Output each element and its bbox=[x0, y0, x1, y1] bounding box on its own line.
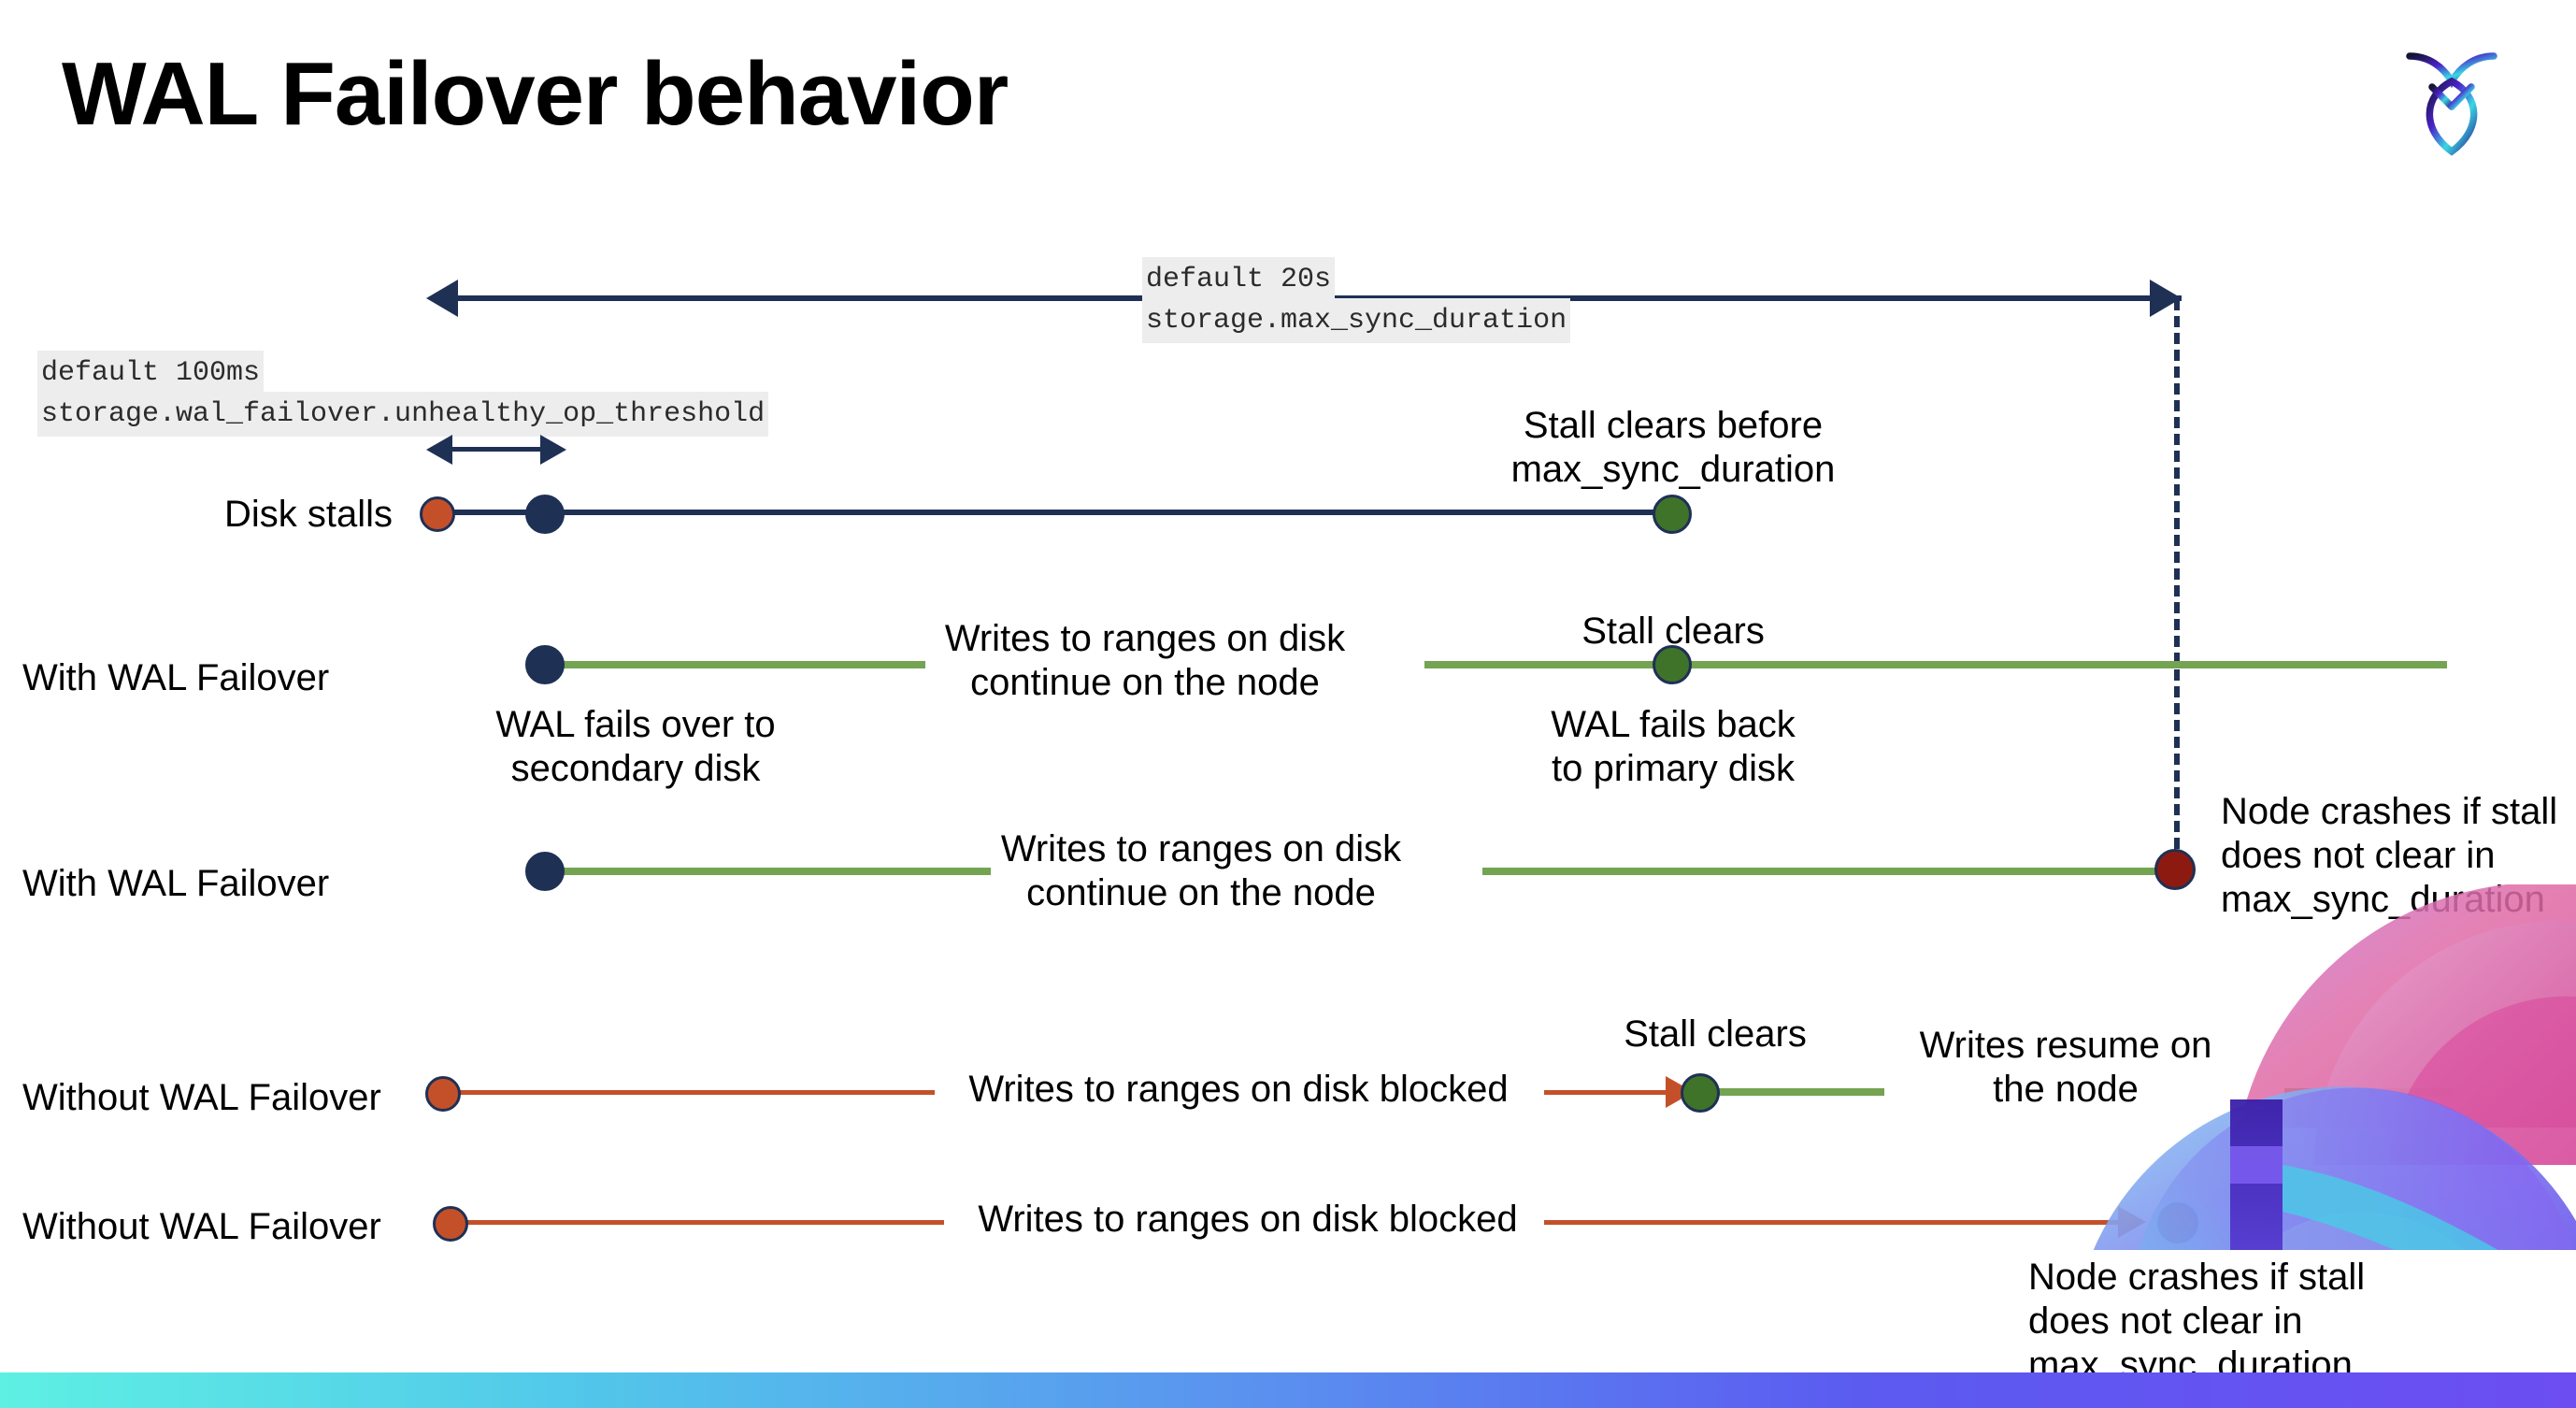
without-failover-crash-dot bbox=[2157, 1202, 2198, 1243]
wal-failover-stall-clears-dot bbox=[1653, 645, 1692, 684]
without-failover-green-resume-1 bbox=[1716, 1088, 1884, 1096]
note-stall-clears-before-max-sync: Stall clears before max_sync_duration bbox=[1510, 405, 1836, 490]
row-label-with-wal-failover-1: With WAL Failover bbox=[22, 657, 330, 698]
disk-stall-clears-dot bbox=[1653, 495, 1692, 534]
note-writes-continue-1: Writes to ranges on disk continue on the… bbox=[944, 618, 1346, 703]
note-writes-blocked-2: Writes to ranges on disk blocked bbox=[978, 1199, 1518, 1240]
unhealthy-threshold-default-chip: default 100ms bbox=[37, 351, 265, 395]
without-failover-start-dot-1 bbox=[425, 1076, 461, 1112]
unhealthy-threshold-setting-chip: storage.wal_failover.unhealthy_op_thresh… bbox=[37, 392, 769, 437]
disk-stall-start-dot bbox=[420, 496, 455, 532]
bottom-gradient-bar bbox=[0, 1372, 2576, 1408]
row-label-without-wal-failover-1: Without WAL Failover bbox=[22, 1077, 381, 1118]
note-stall-clears-2: Stall clears bbox=[1624, 1013, 1807, 1055]
note-wal-fails-back-primary: WAL fails back to primary disk bbox=[1551, 704, 1796, 789]
wal-failover-green-segment-2 bbox=[1424, 661, 2447, 668]
note-writes-blocked-1: Writes to ranges on disk blocked bbox=[968, 1069, 1509, 1110]
note-wal-fails-over-secondary: WAL fails over to secondary disk bbox=[495, 704, 776, 789]
max-sync-dashed-dropline bbox=[2174, 299, 2180, 883]
max-sync-left-arrowhead bbox=[426, 280, 458, 317]
row-label-without-wal-failover-2: Without WAL Failover bbox=[22, 1206, 381, 1247]
without-failover-red-segment-1 bbox=[449, 1090, 935, 1095]
note-writes-resume: Writes resume on the node bbox=[1919, 1025, 2212, 1110]
threshold-right-arrowhead bbox=[540, 435, 566, 465]
without-failover-start-dot-2 bbox=[433, 1206, 468, 1242]
wal-failover-crash-start-dot bbox=[525, 852, 565, 891]
wal-failover-crash-green-segment-1 bbox=[542, 868, 991, 875]
max-sync-setting-chip: storage.max_sync_duration bbox=[1142, 298, 1571, 343]
row-label-disk-stalls: Disk stalls bbox=[223, 494, 393, 535]
note-stall-clears-1: Stall clears bbox=[1581, 611, 1765, 652]
without-failover-stall-clears-dot bbox=[1681, 1073, 1720, 1113]
disk-stall-timeline bbox=[439, 510, 1673, 515]
wal-failover-crash-green-segment-2 bbox=[1482, 868, 2185, 875]
without-failover-red-segment-2 bbox=[1544, 1090, 1671, 1095]
without-failover-crash-red-segment-2 bbox=[1544, 1220, 2124, 1225]
note-writes-continue-2: Writes to ranges on disk continue on the… bbox=[1000, 828, 1402, 913]
without-failover-green-resume-2 bbox=[2284, 1088, 2453, 1096]
threshold-left-arrowhead bbox=[426, 435, 452, 465]
row-label-with-wal-failover-2: With WAL Failover bbox=[22, 863, 330, 904]
page-title: WAL Failover behavior bbox=[62, 44, 1009, 144]
wal-failover-crash-dot bbox=[2154, 849, 2196, 890]
threshold-span-line bbox=[449, 447, 561, 452]
cockroachdb-logo-icon bbox=[2382, 28, 2522, 168]
note-node-crashes-2: Node crashes if stall does not clear in … bbox=[2028, 1257, 2366, 1386]
wal-failover-start-dot-1 bbox=[525, 645, 565, 684]
wal-failover-green-segment-1 bbox=[542, 661, 925, 668]
without-failover-crash-red-segment-1 bbox=[458, 1220, 944, 1225]
disk-stall-threshold-dot bbox=[525, 495, 565, 534]
note-node-crashes-1: Node crashes if stall does not clear in … bbox=[2221, 791, 2558, 920]
max-sync-default-chip: default 20s bbox=[1142, 257, 1336, 302]
without-failover-red-arrowhead-2 bbox=[2118, 1206, 2146, 1238]
